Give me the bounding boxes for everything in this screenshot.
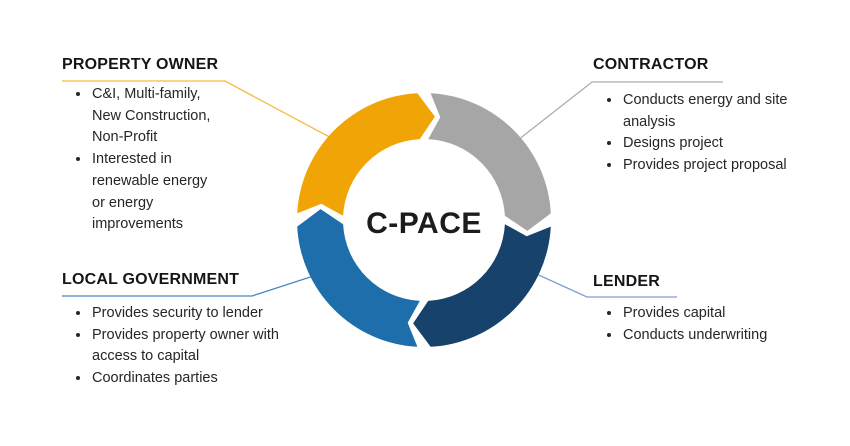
property-owner-title: PROPERTY OWNER	[62, 56, 219, 73]
bullet-item: Provides property owner with access to c…	[91, 325, 316, 368]
lender-bullet-list: Provides capital Conducts underwriting	[593, 303, 832, 346]
contractor-title: CONTRACTOR	[593, 56, 709, 73]
bullet-item: C&I, Multi-family, New Construction, Non…	[91, 84, 215, 149]
connector-lender	[531, 271, 677, 298]
bullet-item: Provides capital	[622, 303, 832, 325]
bullet-item: Interested in renewable energy or energy…	[91, 149, 215, 236]
group-lender: LENDER Provides capital Conducts underwr…	[593, 272, 832, 346]
segment-property-owner-arrow	[297, 93, 435, 216]
bullet-item: Conducts energy and site analysis	[622, 90, 827, 133]
group-contractor: CONTRACTOR Conducts energy and site anal…	[593, 55, 827, 177]
bullet-item: Coordinates parties	[91, 368, 316, 390]
bullet-item: Designs project	[622, 133, 827, 155]
connector-property-owner	[62, 80, 336, 141]
group-property-owner: PROPERTY OWNER C&I, Multi-family, New Co…	[62, 55, 218, 236]
local-government-bullet-list: Provides security to lender Provides pro…	[62, 303, 316, 390]
connector-contractor	[517, 81, 723, 141]
local-government-title: LOCAL GOVERNMENT	[62, 271, 240, 288]
center-label: C-PACE	[366, 207, 482, 240]
bullet-item: Provides security to lender	[91, 303, 316, 325]
contractor-bullet-list: Conducts energy and site analysis Design…	[593, 90, 827, 177]
segment-contractor-arrow	[428, 93, 551, 231]
bullet-item: Conducts underwriting	[622, 325, 832, 347]
segment-lender-arrow	[413, 224, 551, 347]
segment-local-government-arrow	[297, 209, 420, 347]
group-local-government: LOCAL GOVERNMENT Provides security to le…	[62, 270, 316, 390]
connector-local-government	[62, 269, 333, 297]
lender-title: LENDER	[593, 273, 660, 290]
bullet-item: Provides project proposal	[622, 155, 827, 177]
property-owner-bullet-list: C&I, Multi-family, New Construction, Non…	[62, 84, 215, 236]
